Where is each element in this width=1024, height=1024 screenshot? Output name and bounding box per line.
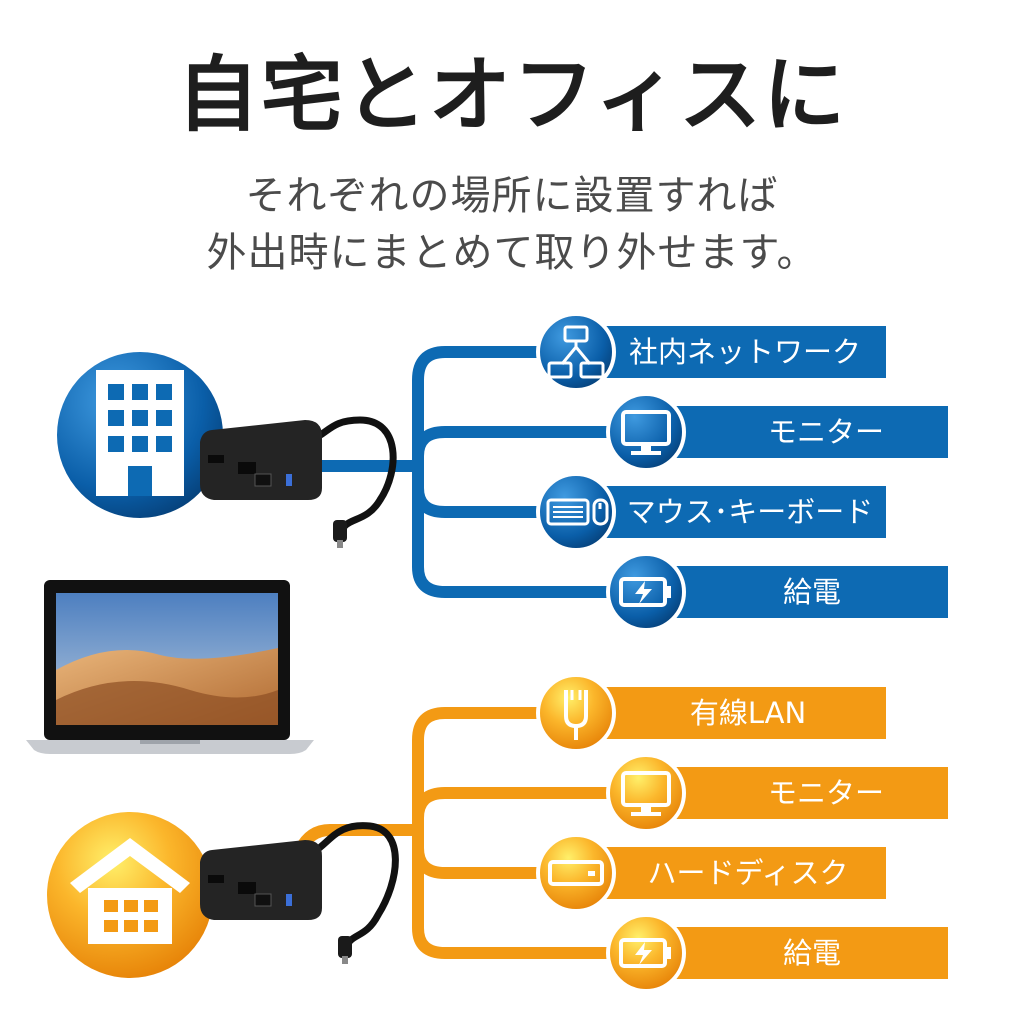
hard-disk-icon bbox=[548, 860, 604, 886]
subtitle-line-1: それぞれの場所に設置すれば bbox=[245, 173, 779, 219]
house-icon bbox=[43, 808, 217, 982]
home-bars: 有線LAN モニター ハードディスク 給電 bbox=[578, 687, 948, 979]
office-item-label: 社内ネットワーク bbox=[629, 335, 861, 369]
office-bar-network bbox=[578, 326, 886, 378]
laptop-illustration bbox=[26, 580, 314, 754]
keyboard-mouse-icon bbox=[546, 498, 609, 526]
lan-cable-icon bbox=[564, 690, 588, 740]
office-bar-keyboard bbox=[578, 486, 886, 538]
home-item-icons bbox=[536, 673, 686, 993]
home-bar-hdd bbox=[578, 847, 886, 899]
home-bar-lan bbox=[578, 687, 886, 739]
home-item-label: 有線LAN bbox=[690, 696, 806, 730]
monitor-icon bbox=[621, 771, 671, 816]
office-item-label: マウス･キーボード bbox=[627, 495, 874, 529]
page-title: 自宅とオフィスに bbox=[176, 48, 848, 143]
home-bar-monitor bbox=[648, 767, 948, 819]
monitor-icon bbox=[621, 410, 671, 455]
office-bar-power bbox=[648, 566, 948, 618]
network-icon bbox=[547, 325, 605, 379]
home-usb-c-dock bbox=[200, 822, 399, 964]
office-item-label: モニター bbox=[768, 415, 884, 449]
battery-charging-icon bbox=[619, 577, 671, 607]
office-item-label: 給電 bbox=[783, 575, 841, 609]
office-item-icons bbox=[536, 312, 686, 632]
home-item-label: モニター bbox=[768, 776, 884, 810]
office-usb-c-dock bbox=[200, 416, 397, 548]
office-bar-monitor bbox=[648, 406, 948, 458]
subtitle-line-2: 外出時にまとめて取り外せます。 bbox=[206, 230, 818, 276]
home-item-label: 給電 bbox=[783, 936, 841, 970]
home-item-label: ハードディスク bbox=[648, 856, 849, 890]
home-bar-power bbox=[648, 927, 948, 979]
office-bars: 社内ネットワーク モニター マウス･キーボード 給電 bbox=[578, 326, 948, 618]
office-building-icon bbox=[53, 348, 227, 522]
battery-charging-icon bbox=[619, 938, 671, 968]
